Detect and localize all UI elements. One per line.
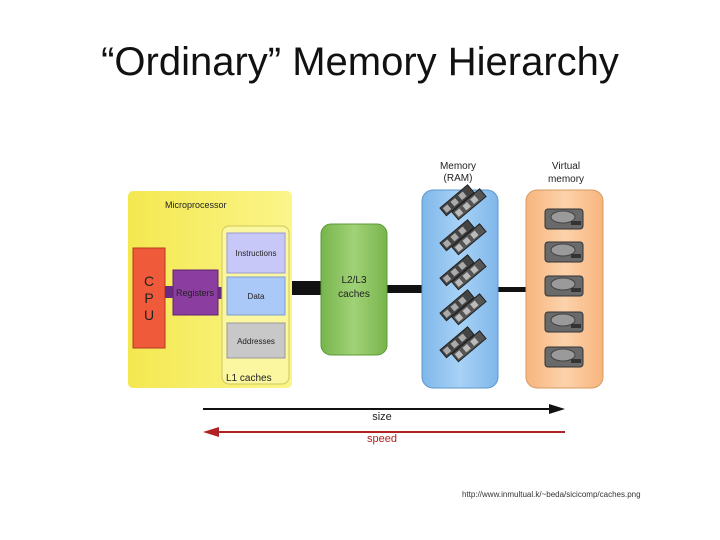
virtual-label-line2: memory [548,174,584,185]
cpu-letter-c: C [144,273,154,289]
memory-label-line2: (RAM) [444,173,473,184]
l1-instructions-label: Instructions [236,249,277,258]
microprocessor-label: Microprocessor [165,200,227,210]
bus-l2-ram [386,285,424,293]
l1-caches-caption: L1 caches [226,373,272,384]
l1-data-box [226,276,286,316]
memory-label-line1: Memory [440,161,476,172]
l1-instructions-box [226,232,286,274]
bus-up-l2 [292,281,322,295]
bus-ram-virtual [498,287,526,292]
speed-arrow-head [203,427,219,437]
size-arrow-head [549,404,565,414]
cpu-box [132,247,166,349]
l1-addresses-label: Addresses [237,337,275,346]
virtual-label-line1: Virtual [552,161,580,172]
slide-title: “Ordinary” Memory Hierarchy [101,40,619,84]
l2l3-label-line1: L2/L3 [341,275,366,286]
speed-label: speed [367,433,397,445]
l2l3-label-line2: caches [338,289,370,300]
cpu-letter-u: U [144,307,154,323]
source-url: http://www.inmultual.k/~beda/sicicomp/ca… [462,490,641,499]
l1-data-label: Data [248,292,265,301]
l1-addresses-box [226,322,286,359]
l2l3-caches-box [320,223,388,356]
registers-label: Registers [176,288,215,298]
hard-disk-group [544,208,584,368]
ram-chips-group [439,184,487,363]
size-label: size [372,411,392,423]
cpu-letter-p: P [144,290,153,306]
